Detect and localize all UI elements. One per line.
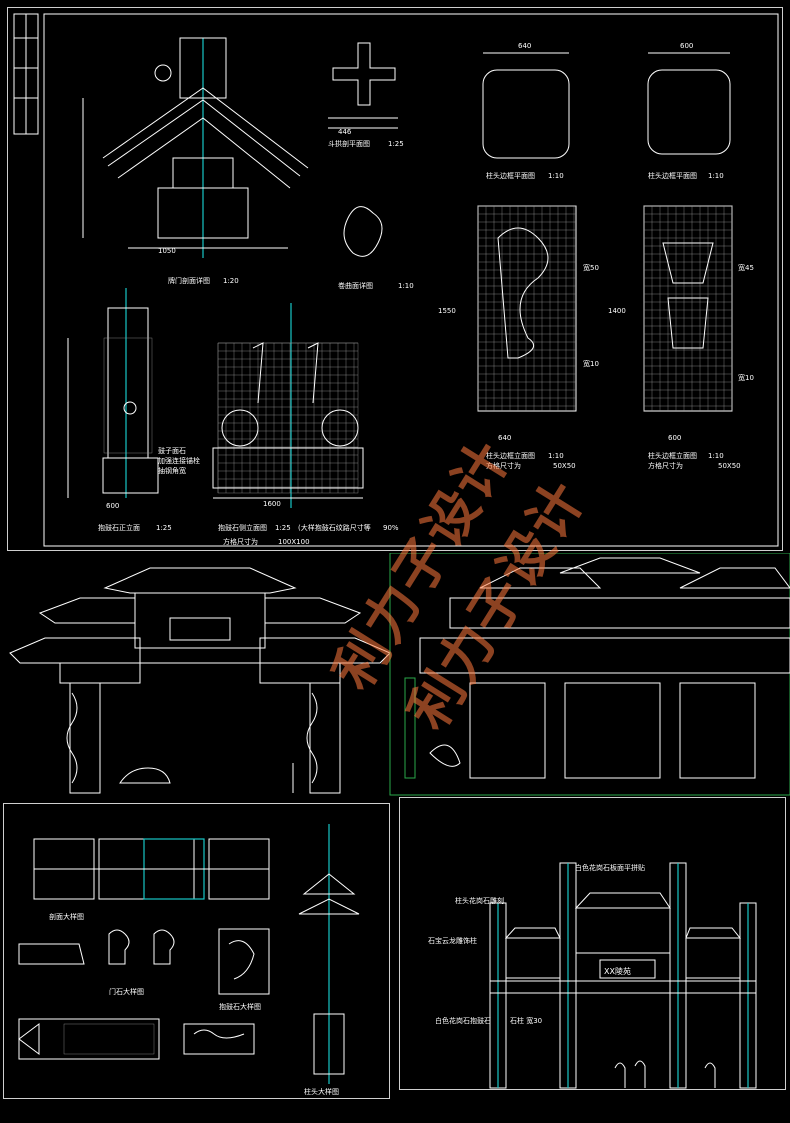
side-elev-drawing [212, 303, 364, 508]
side-elev-grid: 100X100 [278, 538, 310, 546]
plaque-elev-a-scale: 1:10 [548, 452, 564, 460]
plaque-elev-a-drawing [477, 205, 577, 412]
plaque-elev-b-label: 柱头边框立面图 [648, 451, 697, 460]
side-elev-scale: 1:25 [275, 524, 291, 532]
bl-note-3: 抱鼓石大样图 [219, 1002, 261, 1011]
plaque-elev-a-grid: 50X50 [553, 462, 576, 470]
sheet-bottom-left-panel: 剖面大样图 门石大样图 抱鼓石大样图 柱头大样图 [3, 803, 390, 1099]
front-elev-scale: 1:25 [156, 524, 172, 532]
gate-section-dim: 1050 [158, 247, 176, 255]
plaque-elev-b-mark2: 宽10 [738, 373, 754, 382]
sheet-bottom-left-drawing: 剖面大样图 门石大样图 抱鼓石大样图 柱头大样图 [18, 824, 360, 1096]
plaque-elev-a-label: 柱头边框立面图 [486, 451, 535, 460]
callout-3: 石宝云龙雕饰柱 [428, 936, 477, 945]
sheet-middle-drawing [9, 553, 790, 796]
plaque-plan-b-shape [647, 69, 731, 155]
callout-5: 石柱 宽30 [510, 1016, 542, 1025]
side-elev-note: (大样抱鼓石纹路尺寸等 [298, 523, 371, 532]
sheet-bottom-right-drawing: XX陵苑 白色花岗石板面平拼贴 柱头花岗石雕刻 石宝云龙雕饰柱 白色花岗石抱鼓石… [428, 862, 757, 1089]
front-elev-note-3: 抽钢角宽 [158, 466, 186, 475]
gate-section-drawing: 1050 [82, 37, 309, 258]
front-elev-dim: 600 [106, 502, 119, 510]
archway-elevation-left [9, 567, 391, 794]
front-elev-drawing [67, 288, 159, 498]
plaque-elev-a-note: 方格尺寸为 [486, 461, 521, 470]
sheet-bottom-right-panel: XX陵苑 白色花岗石板面平拼贴 柱头花岗石雕刻 石宝云龙雕饰柱 白色花岗石抱鼓石… [399, 797, 786, 1090]
side-elev-note2: 方格尺寸为 [223, 537, 258, 546]
plaque-elev-b-drawing [643, 205, 733, 412]
plaque-elev-b-mark1: 宽45 [738, 263, 754, 272]
front-elev-note-2: 加强连接锚栓 [158, 456, 200, 465]
decor-detail-label: 卷曲面详图 [338, 281, 373, 290]
plaque-text: XX陵苑 [604, 966, 631, 976]
front-elev-note-1: 鼓子面石 [158, 446, 186, 455]
plaque-elev-a-mark1: 宽50 [583, 263, 599, 272]
plaque-elev-a-dim: 1550 [438, 307, 456, 315]
plaque-elev-b-scale: 1:10 [708, 452, 724, 460]
plaque-plan-a-shape [482, 69, 570, 159]
archway-elevation-right [389, 553, 790, 796]
callout-4: 白色花岗石抱鼓石 [435, 1016, 491, 1025]
bl-note-2: 门石大样图 [109, 987, 144, 996]
callout-2: 柱头花岗石雕刻 [455, 896, 504, 905]
plaque-plan-b-scale: 1:10 [708, 172, 724, 180]
callout-1: 白色花岗石板面平拼贴 [575, 863, 645, 872]
dougong-plan-label: 斗拱剖平面图 [328, 139, 370, 148]
plaque-elev-b-dim: 1400 [608, 307, 626, 315]
front-elev-label: 抱鼓石正立面 [98, 523, 140, 532]
plaque-plan-b-dim: 600 [680, 42, 693, 50]
plaque-elev-b-dim-bottom: 600 [668, 434, 681, 442]
side-elev-dim: 1600 [263, 500, 281, 508]
gate-section-scale: 1:20 [223, 277, 239, 285]
sheet-top-drawing: 1050 牌门剖面详图 1:20 斗拱剖平面图 1:25 446 卷曲面详图 1… [13, 13, 779, 547]
decor-detail-shape [343, 206, 383, 257]
bl-note-1: 剖面大样图 [49, 912, 84, 921]
plaque-plan-a-dim: 640 [518, 42, 531, 50]
dougong-dim: 446 [338, 128, 352, 136]
plaque-elev-a-mark2: 宽10 [583, 359, 599, 368]
dougong-plan-drawing [328, 42, 398, 129]
plaque-plan-a-scale: 1:10 [548, 172, 564, 180]
bl-note-4: 柱头大样图 [304, 1087, 339, 1096]
plaque-elev-b-note: 方格尺寸为 [648, 461, 683, 470]
side-elev-suffix: 90% [383, 524, 399, 532]
plaque-plan-b-label: 柱头边框平面图 [648, 171, 697, 180]
plaque-elev-a-dim-bottom: 640 [498, 434, 511, 442]
side-elev-label: 抱鼓石侧立面图 [218, 523, 267, 532]
dougong-plan-scale: 1:25 [388, 140, 404, 148]
sheet-top-panel: 1050 牌门剖面详图 1:20 斗拱剖平面图 1:25 446 卷曲面详图 1… [7, 7, 783, 551]
plaque-elev-b-grid: 50X50 [718, 462, 741, 470]
decor-detail-scale: 1:10 [398, 282, 414, 290]
plaque-plan-a-label: 柱头边框平面图 [486, 171, 535, 180]
gate-section-label: 牌门剖面详图 [168, 276, 210, 285]
